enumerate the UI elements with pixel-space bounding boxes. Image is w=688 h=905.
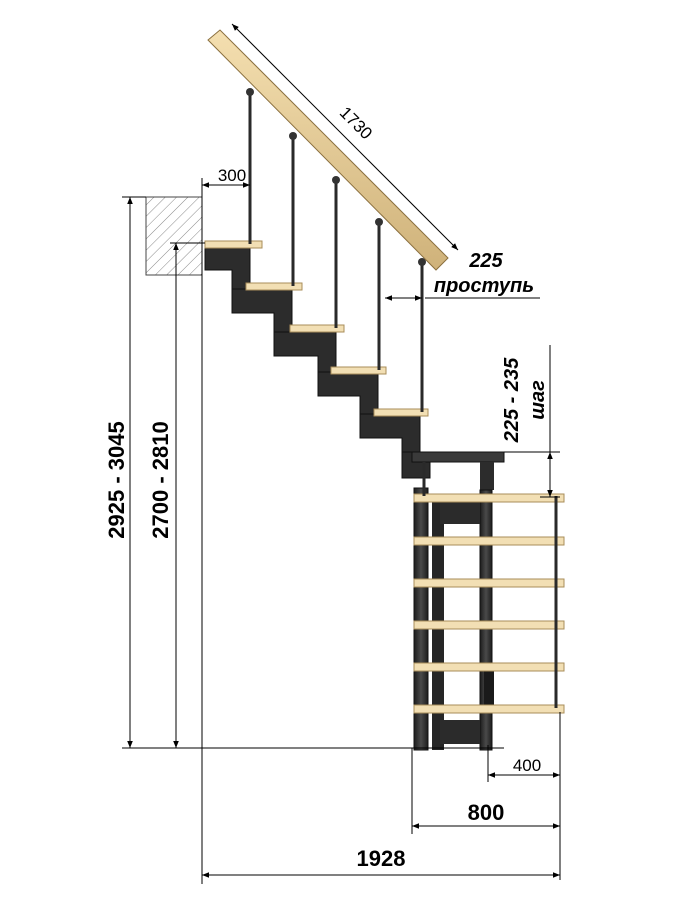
dimension-lines [122, 23, 561, 884]
winder-tread-3 [413, 578, 565, 588]
winder-tread-4 [413, 620, 565, 630]
label-riser-value: 225 - 235 [501, 357, 523, 443]
tread-4 [330, 366, 387, 375]
label-riser: шаг [527, 380, 549, 420]
label-tread-depth: проступь [434, 275, 534, 297]
winder-tread-1 [413, 493, 565, 503]
handrail [207, 29, 449, 271]
floor-slab [145, 196, 203, 276]
label-1928: 1928 [357, 846, 406, 871]
label-tread-depth-value: 225 [468, 250, 503, 272]
lower-treads [413, 493, 565, 714]
label-800: 800 [468, 800, 505, 825]
winder-tread-5 [413, 662, 565, 672]
label-slab-height: 2700 - 2810 [148, 421, 173, 538]
landing-platform [411, 451, 505, 490]
label-300: 300 [218, 166, 246, 185]
label-total-height: 2925 - 3045 [104, 421, 129, 538]
lower-balusters [422, 462, 558, 708]
winder-tread-2 [413, 536, 565, 546]
winder-tread-6 [413, 704, 565, 714]
tread-2 [245, 282, 303, 291]
lower-column [413, 487, 494, 751]
label-400: 400 [513, 756, 541, 775]
tread-3 [289, 324, 345, 333]
upper-stringer [204, 246, 431, 479]
tread-5 [373, 408, 429, 417]
tread-1 [204, 240, 263, 249]
label-1730: 1730 [336, 103, 376, 143]
